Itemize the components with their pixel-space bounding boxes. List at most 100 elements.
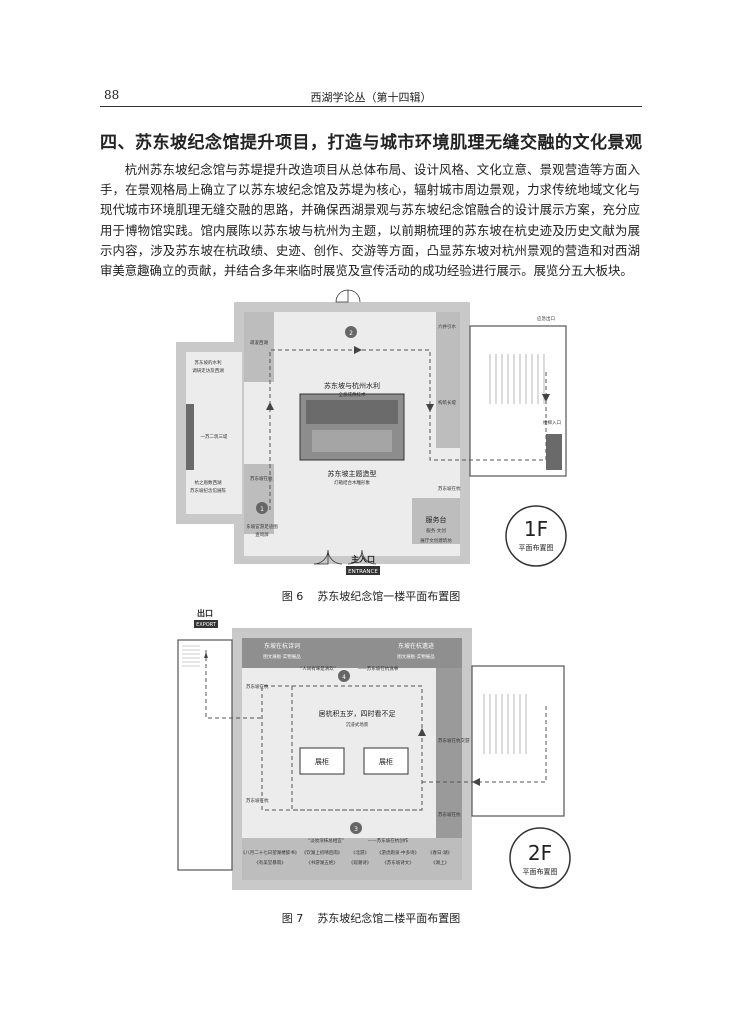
panel-right: [436, 312, 460, 448]
page-number: 88: [104, 88, 120, 102]
running-header: 88 西湖学论丛（第十四辑）: [100, 86, 642, 107]
quote-bottom-tail: ——苏东坡在杭创作: [368, 837, 409, 844]
left-top-label: 苏东坡的水利: [195, 359, 222, 366]
route-arrow: [426, 404, 434, 412]
left-mid-label: 一苏二筑三堤: [201, 433, 228, 440]
quote-bottom: “淡妆浓抹总相宜”: [308, 837, 344, 844]
top-door: [335, 289, 361, 303]
poem-title: 《游虎跑泉·中多诗》: [377, 849, 419, 856]
visitor-route-2f: [205, 650, 547, 811]
left-lower-subtitle: 苏东坡纪念馆展陈: [190, 487, 226, 494]
left-top-subtitle: 调研走访及西湖: [192, 367, 224, 374]
poem-title: 《八月二十七日望湖楼醉书》: [241, 849, 300, 856]
poem-title: 《饮湖上初晴后雨》: [302, 849, 343, 856]
left-vertical-1: 疏浚西湖: [250, 339, 268, 346]
poem-title: 《有美堂暴雨》: [254, 859, 286, 866]
center-subtitle: 全息成像技术: [339, 391, 366, 398]
left-vertical-1: 苏东坡在杭: [246, 683, 269, 690]
emergency-exit-label: 应急出口: [537, 315, 555, 322]
panel-top-left: [244, 312, 274, 382]
route-arrow: [354, 346, 362, 354]
right-vertical-2: 构筑长堤: [438, 399, 456, 406]
entrance-label-cn: 主入口: [351, 554, 375, 564]
poem-title: 《湖上》: [431, 859, 449, 866]
left-vertical-2: 苏东坡在杭: [250, 475, 273, 482]
display-base: [312, 430, 392, 452]
display-cabinet-1: [299, 747, 345, 775]
floor-badge-label: 平面布置图: [519, 543, 554, 552]
left-lower-label: 杭之眉数西湖: [195, 479, 222, 486]
immersive-title: 居杭积五岁，四时看不足: [319, 709, 396, 718]
east-stair-treads: [483, 694, 527, 754]
poem-title: 《北游》: [351, 849, 369, 856]
figure-6-floor-plan: 1 2 苏东坡与杭州水利 全息成像技术 苏东坡主题造型 灯箱结合木雕形象 服务台…: [0, 284, 742, 584]
cabinet-label-2: 展柜: [379, 757, 393, 766]
figure-7-number: 图 7: [281, 912, 304, 925]
south-display-band: [242, 838, 462, 880]
floor-badge-number: 1F: [524, 517, 548, 541]
route-arrow: [542, 394, 550, 402]
left-vertical-2: 苏东坡在杭: [246, 797, 269, 804]
west-stair: [177, 639, 233, 871]
floor-badge-circle: [505, 505, 567, 567]
zone-number-circle: [350, 822, 362, 834]
quote-top: “人间有味是清欢”: [300, 665, 336, 672]
route-arrow: [418, 728, 426, 736]
service-desk-area: [412, 498, 460, 544]
top-right-subtitle: 图文展板·实物展品: [397, 653, 435, 660]
west-display-wall: [186, 404, 194, 470]
figure-7-caption: 图 7 苏东坡纪念馆二楼平面布置图: [0, 910, 742, 926]
floor-badge-number-2f: 2F: [528, 841, 552, 865]
right-vertical-1: 苏东坡在杭交游: [438, 737, 470, 744]
figure-7-caption-text: 苏东坡纪念馆二楼平面布置图: [317, 912, 461, 925]
poem-title: 《春日·湖》: [428, 849, 452, 856]
stair-treads: [489, 354, 545, 404]
journal-title: 西湖学论丛（第十四辑）: [310, 91, 432, 104]
display-cabinet-2: [363, 747, 409, 775]
bottom-center-subtitle: 灯箱结合木雕形象: [334, 479, 370, 486]
right-vertical-1: 六井引水: [438, 323, 456, 330]
zone-number-circle: [345, 326, 357, 338]
east-display-wall: [436, 668, 462, 838]
exit-label-en: EXPORT: [196, 622, 217, 628]
section-heading: 四、苏东坡纪念馆提升项目，打造与城市环境肌理无缝交融的文化景观: [100, 133, 643, 153]
entrance-label-en: ENTRANCE: [348, 569, 378, 575]
top-left-label: 东坡在杭诗词: [264, 642, 300, 650]
poem-list-row-1: 《八月二十七日望湖楼醉书》 《饮湖上初晴后雨》 《北游》 《游虎跑泉·中多诗》 …: [241, 849, 452, 856]
west-stair-treads: [182, 645, 200, 667]
left-bottom-subtitle: 查询屏: [255, 531, 269, 538]
route-arrow: [266, 402, 274, 410]
service-desk-label: 服务台: [426, 515, 447, 524]
figure-6-number: 图 6: [281, 590, 304, 603]
left-bottom-label: 东坡宦游足迹图: [246, 523, 278, 530]
right-vertical-2: 苏东坡在杭: [438, 811, 461, 818]
poem-title: 《书游湖五绝》: [306, 859, 338, 866]
floor-plan-1f-drawing: 1 2 苏东坡与杭州水利 全息成像技术 苏东坡主题造型 灯箱结合木雕形象 服务台…: [176, 289, 567, 575]
right-vertical-3: 苏东坡在杭: [438, 485, 461, 492]
top-left-subtitle: 图文展板·实物展品: [263, 653, 301, 660]
panel-bottom-left: [244, 464, 274, 534]
zone-number-circle: [256, 502, 268, 514]
shop-label: 展厅文创建筑坊: [420, 537, 452, 544]
quote-top-tail: ——苏东坡在杭逸事: [358, 665, 399, 672]
zone-number-4: 4: [342, 674, 346, 681]
immersive-subtitle: 沉浸式场景: [346, 721, 369, 728]
zone-number-3: 3: [354, 826, 358, 833]
display-screen: [306, 400, 398, 424]
poem-title: 《苏东坡诗文》: [382, 859, 414, 866]
top-right-label: 东坡在杭遗迹: [398, 642, 434, 650]
west-wing-floor: [186, 352, 242, 514]
east-stair: [471, 665, 565, 817]
service-subtitle: 服务·文创: [426, 527, 446, 534]
bottom-center-title: 苏东坡主题造型: [328, 469, 377, 478]
floor-badge-circle-2f: [509, 827, 571, 889]
figure-7-floor-plan: 出口 EXPORT 东坡在杭诗词 图文展板·实物展品 东坡在杭遗迹 图文展板·实…: [0, 606, 742, 898]
body-paragraph: 杭州苏东坡纪念馆与苏堤提升改造项目从总体布局、设计风格、文化立意、景观营造等方面…: [100, 162, 640, 279]
zone-number-1: 1: [260, 506, 264, 513]
entrance-doors: [313, 549, 377, 565]
exit-label-cn: 出口: [197, 608, 213, 618]
poem-list-row-2: 《有美堂暴雨》 《书游湖五绝》 《观潮诗》 《苏东坡诗文》 《湖上》: [254, 859, 449, 866]
center-title: 苏东坡与杭州水利: [324, 381, 380, 390]
cabinet-label-1: 展柜: [315, 757, 329, 766]
